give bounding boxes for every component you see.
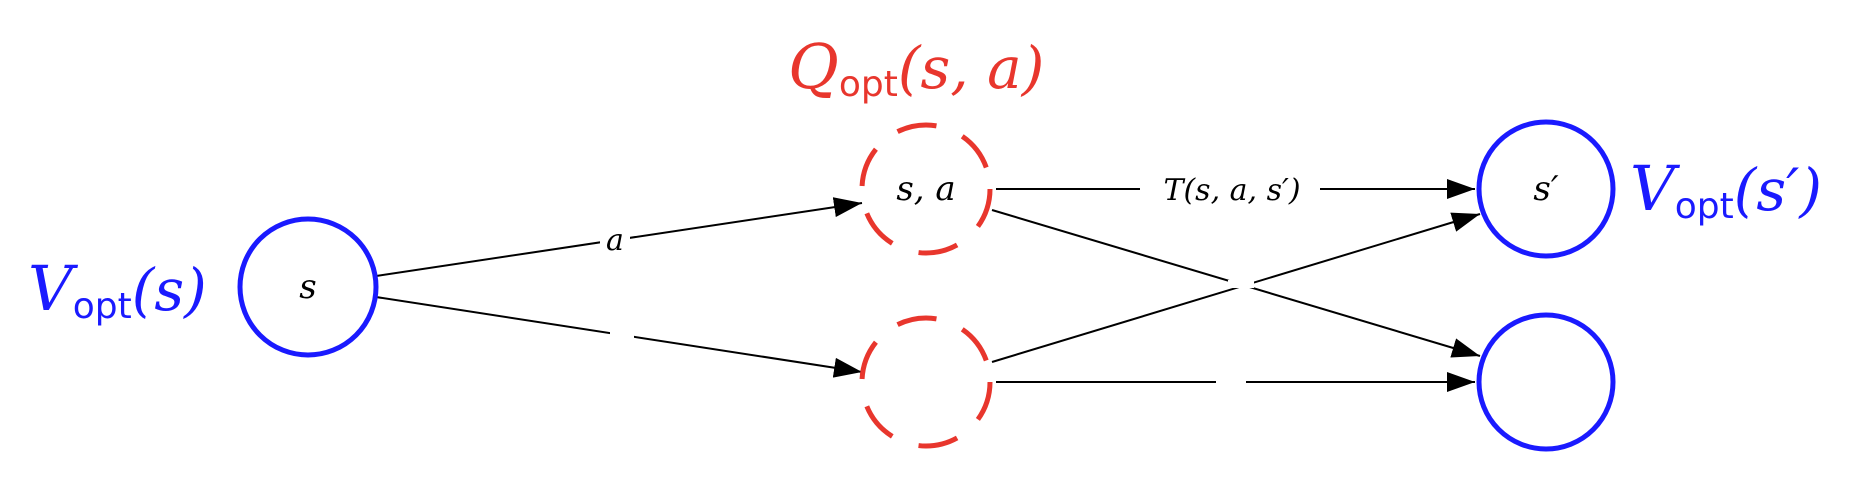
state-label-s: s — [299, 267, 316, 307]
value-label-v-s-prime: Vopt(s′) — [1630, 152, 1822, 227]
chance-node-lower — [859, 315, 993, 449]
chance-node-sa: s, a — [859, 122, 993, 256]
chance-label-sa: s, a — [896, 169, 955, 209]
state-node-s-lower — [1476, 312, 1616, 452]
state-node-s-prime: s′ — [1476, 119, 1616, 259]
chance-circle-sa — [859, 122, 993, 256]
transition-label: T(s, a, s′) — [1163, 173, 1300, 208]
chance-circle-lower — [859, 315, 993, 449]
v-s-prime-argument: (s′) — [1734, 156, 1822, 224]
v-s-argument: (s) — [132, 256, 207, 324]
state-circle-s-prime — [1476, 119, 1616, 259]
state-circle-s-lower — [1476, 312, 1616, 452]
action-label-bg — [600, 228, 630, 258]
v-s-prime-subscript: opt — [1675, 186, 1734, 227]
edge-labels: a T(s, a, s′) — [600, 170, 1320, 386]
v-s-prime-symbol: V — [1630, 152, 1681, 225]
state-node-s: s — [237, 216, 379, 358]
crossing-gap — [1228, 280, 1254, 288]
value-label-v-s: Vopt(s) — [28, 252, 207, 327]
lower-action-gap — [610, 330, 634, 338]
state-circle-s — [237, 216, 379, 358]
q-sa-argument: (s, a) — [898, 34, 1044, 102]
v-s-symbol: V — [28, 252, 79, 325]
transition-label-bg — [1140, 170, 1320, 210]
action-label: a — [606, 223, 624, 258]
value-label-q-sa: Qopt(s, a) — [788, 30, 1044, 105]
q-sa-subscript: opt — [839, 64, 898, 105]
v-s-subscript: opt — [73, 286, 132, 327]
state-label-s-prime: s′ — [1533, 169, 1558, 209]
q-sa-symbol: Q — [788, 30, 839, 103]
svg-text:Qopt(s, a): Qopt(s, a) — [788, 30, 1044, 105]
lower-edge-gap — [1216, 378, 1246, 386]
svg-text:Vopt(s): Vopt(s) — [28, 252, 207, 327]
svg-text:Vopt(s′): Vopt(s′) — [1630, 152, 1822, 227]
